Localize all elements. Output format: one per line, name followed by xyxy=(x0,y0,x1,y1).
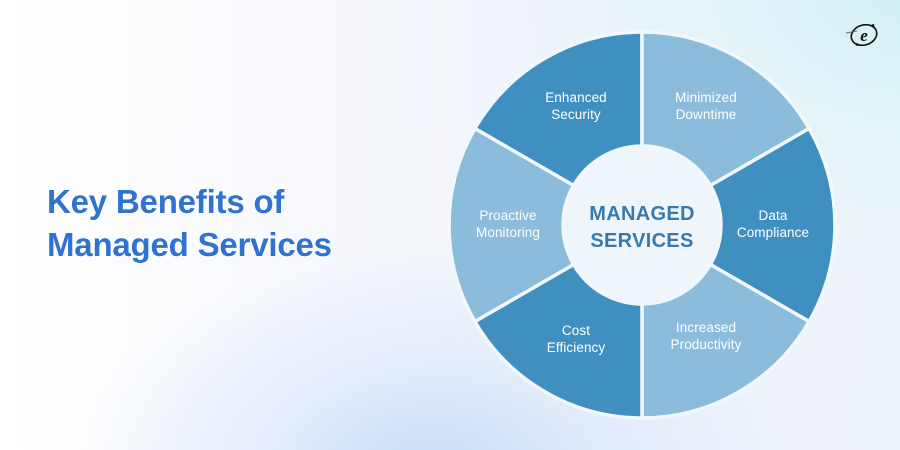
label-cost-efficiency: Cost Efficiency xyxy=(546,323,606,355)
title-line-1: Key Benefits of xyxy=(47,183,285,220)
segment-enhanced-security xyxy=(472,30,644,188)
hub-circle xyxy=(565,148,719,302)
title-line-2: Managed Services xyxy=(47,226,332,263)
segment-minimized-downtime xyxy=(640,30,812,188)
hub-line-1: MANAGED xyxy=(589,203,695,225)
page-title: Key Benefits of Managed Services xyxy=(47,180,332,266)
label-increased-productivity: Increased Productivity xyxy=(670,320,742,352)
label-minimized-downtime: Minimized Downtime xyxy=(675,90,737,122)
segment-increased-productivity xyxy=(640,262,812,420)
label-proactive-monitoring: Proactive Monitoring xyxy=(475,208,541,240)
label-enhanced-security: Enhanced Security xyxy=(545,90,607,122)
segment-data-compliance xyxy=(708,126,837,324)
e-orbit-logo-icon: e xyxy=(843,20,883,50)
hub-line-2: SERVICES xyxy=(590,230,694,252)
label-data-compliance: Data Compliance xyxy=(736,208,810,240)
segment-proactive-monitoring xyxy=(447,126,576,324)
svg-text:e: e xyxy=(860,26,868,45)
hub-label: MANAGED SERVICES xyxy=(589,201,694,255)
segment-cost-efficiency xyxy=(472,262,644,420)
